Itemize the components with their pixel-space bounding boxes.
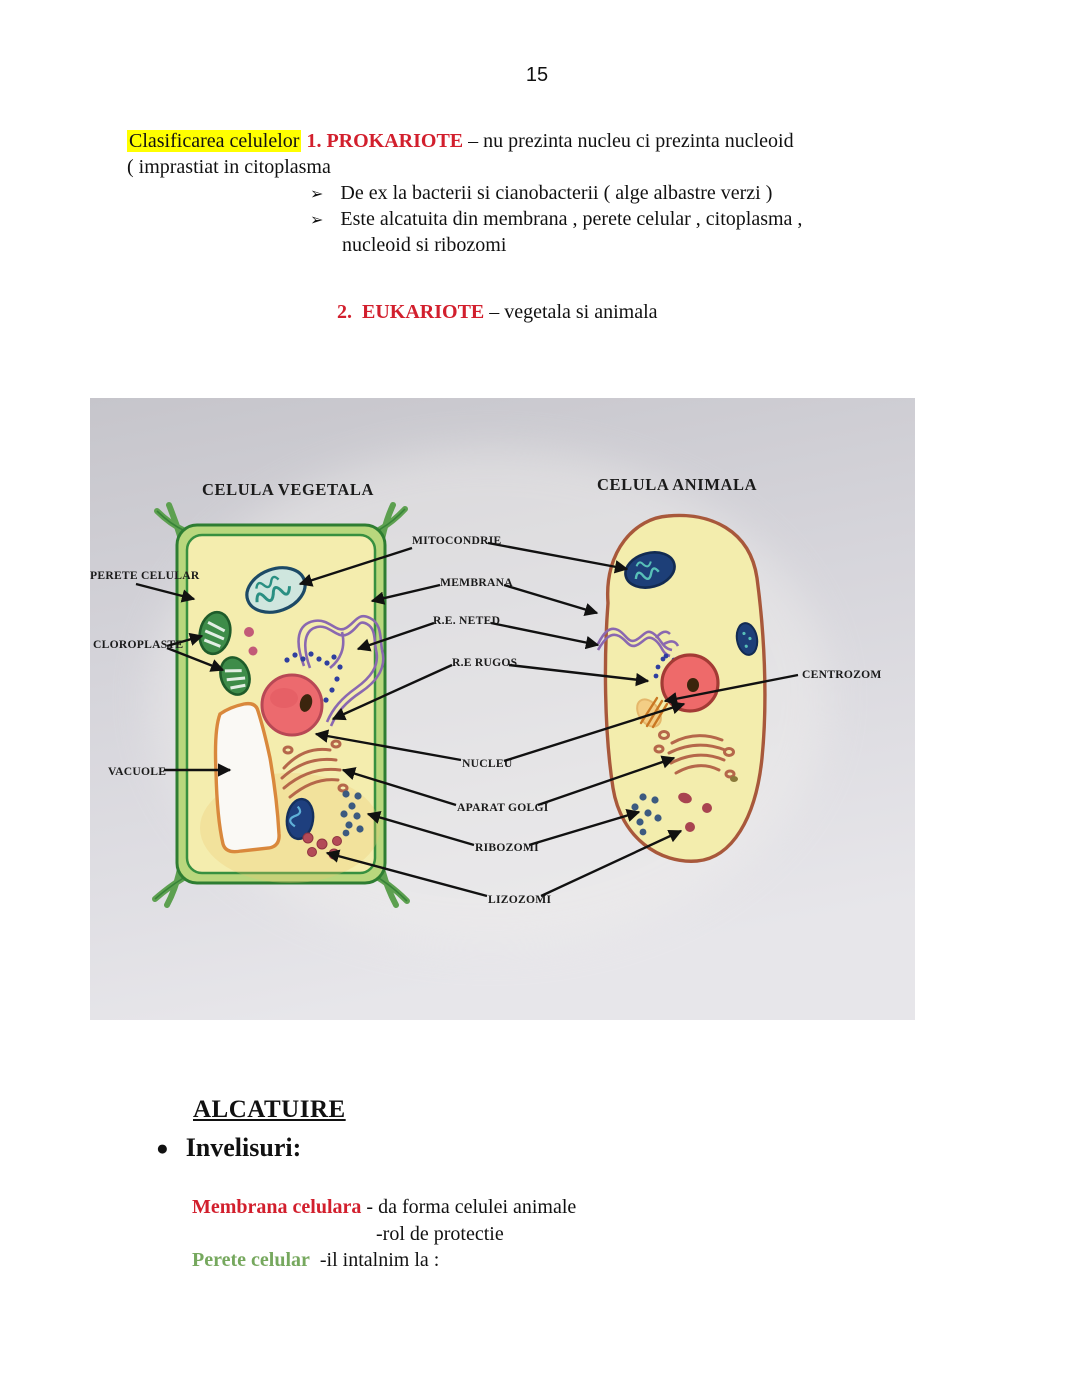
perete-desc: -il intalnim la : xyxy=(309,1249,440,1271)
arrow-cloroplast-1 xyxy=(166,632,204,648)
invelisuri-label: Invelisuri: xyxy=(185,1133,302,1162)
eukariote-line: 2. EUKARIOTE – vegetala si animala xyxy=(337,299,658,325)
arrow-re-neted-right xyxy=(490,621,600,650)
arrow-cloroplast-2 xyxy=(166,646,225,672)
membrana-definition: Membrana celulara - da forma celulei ani… xyxy=(192,1194,576,1220)
intro-line-1: Clasificarea celulelor 1. PROKARIOTE – n… xyxy=(127,128,794,154)
plant-blue-organelle xyxy=(285,797,315,841)
label-nucleu: NUCLEU xyxy=(462,757,513,770)
label-vacuole: VACUOLE xyxy=(108,765,166,778)
centrosome xyxy=(636,696,669,729)
bullet-text: De ex la bacterii si cianobacterii ( alg… xyxy=(340,182,773,204)
label-aparat-golgi: APARAT GOLGI xyxy=(457,801,549,814)
animal-nucleolus xyxy=(687,678,699,692)
bullet-item-2: ➢ Este alcatuita din membrana , perete c… xyxy=(310,206,802,234)
perete-term: Perete celular xyxy=(192,1249,310,1271)
animal-cell xyxy=(596,513,767,863)
plant-golgi xyxy=(280,739,349,799)
membrana-definition-2: -rol de protectie xyxy=(376,1223,504,1245)
arrow-re-rugos-left xyxy=(331,663,453,721)
label-membrana: MEMBRANA xyxy=(440,576,513,589)
plant-cell xyxy=(152,502,410,908)
bullet-item-2-continuation: nucleoid si ribozomi xyxy=(342,234,507,256)
arrow-mitocondrie-right xyxy=(487,541,629,574)
rough-er-ribosomes xyxy=(284,651,343,703)
plant-cell-title: CELULA VEGETALA xyxy=(202,480,374,499)
animal-nucleus xyxy=(660,653,720,713)
pink-granule xyxy=(248,646,258,656)
annotation-arrows xyxy=(135,541,799,898)
bullet-item-1: ➢ De ex la bacterii si cianobacterii ( a… xyxy=(310,180,772,208)
arrow-golgi-left xyxy=(341,767,457,807)
triangle-bullet-icon: ➢ xyxy=(310,186,324,203)
page-number: 15 xyxy=(525,64,549,86)
eukariote-label: 2. EUKARIOTE xyxy=(337,301,485,323)
arrow-nucleu-right xyxy=(503,701,686,763)
label-mitocondrie: MITOCONDRIE xyxy=(412,534,502,547)
diagram-labels: PERETE CELULAR CLOROPLASTE VACUOLE MITOC… xyxy=(90,534,882,906)
arrow-perete-celular xyxy=(135,582,196,603)
label-centrozom: CENTROZOM xyxy=(802,668,882,681)
animal-cell-title: CELULA ANIMALA xyxy=(597,475,757,494)
eukariote-desc: – vegetala si animala xyxy=(484,301,658,323)
highlighted-term: Clasificarea celulelor xyxy=(127,130,302,152)
arrow-lizozomi-right xyxy=(540,829,683,898)
arrow-ribozomi-right xyxy=(528,809,641,847)
cell-diagram-svg: CELULA VEGETALA CELULA ANIMALA xyxy=(90,398,915,1020)
round-bullet-icon: ● xyxy=(156,1135,169,1160)
label-re-neted: R.E. NETED xyxy=(433,614,500,627)
arrow-ribozomi-left xyxy=(366,810,475,847)
label-re-rugos: R.E RUGOS xyxy=(452,656,517,669)
label-cloroplaste: CLOROPLASTE xyxy=(93,638,183,651)
arrow-mitocondrie-left xyxy=(298,546,413,587)
bullet-text: Este alcatuita din membrana , perete cel… xyxy=(340,208,803,230)
arrow-nucleu-left xyxy=(314,729,462,762)
arrow-golgi-right xyxy=(537,755,676,807)
section-heading: ALCATUIRE xyxy=(193,1096,346,1123)
animal-mitochondrion xyxy=(624,551,676,589)
arrow-re-rugos-right xyxy=(508,663,650,687)
cell-diagram-photo: CELULA VEGETALA CELULA ANIMALA xyxy=(90,398,915,1020)
chloroplast-2 xyxy=(219,656,251,696)
vacuole xyxy=(213,701,281,854)
membrana-desc: - da forma celulei animale xyxy=(361,1196,577,1218)
animal-ribosomes xyxy=(631,793,662,836)
arrow-re-neted-left xyxy=(356,621,435,652)
pink-granule xyxy=(244,627,254,637)
triangle-bullet-icon: ➢ xyxy=(310,212,324,229)
plant-mitochondrion xyxy=(245,566,307,614)
plant-nucleus xyxy=(260,673,324,737)
arrow-lizozomi-left xyxy=(325,849,488,898)
arrow-membrana-right xyxy=(503,583,599,616)
label-lizozomi: LIZOZOMI xyxy=(488,893,551,906)
plant-ribosomes xyxy=(340,790,364,837)
plant-nucleolus xyxy=(299,694,313,712)
animal-endoplasmic-reticulum xyxy=(596,627,680,658)
animal-blue-organelle xyxy=(735,622,759,656)
chloroplast-1 xyxy=(198,610,232,656)
animal-lysosomes xyxy=(678,792,712,832)
animal-golgi xyxy=(653,730,736,779)
label-perete-celular: PERETE CELULAR xyxy=(90,569,200,582)
membrana-term: Membrana celulara xyxy=(192,1196,362,1218)
arrow-centrozom xyxy=(663,673,799,706)
label-ribozomi: RIBOZOMI xyxy=(475,841,539,854)
perete-definition: Perete celular -il intalnim la : xyxy=(192,1247,439,1273)
invelisuri-item: ● Invelisuri: xyxy=(156,1133,301,1163)
prokariote-label: 1. PROKARIOTE xyxy=(306,130,464,152)
arrow-membrana-left xyxy=(370,583,441,605)
prokariote-desc: – nu prezinta nucleu ci prezinta nucleoi… xyxy=(463,130,794,152)
granule xyxy=(730,776,738,782)
intro-line-2: ( imprastiat in citoplasma xyxy=(127,156,331,178)
